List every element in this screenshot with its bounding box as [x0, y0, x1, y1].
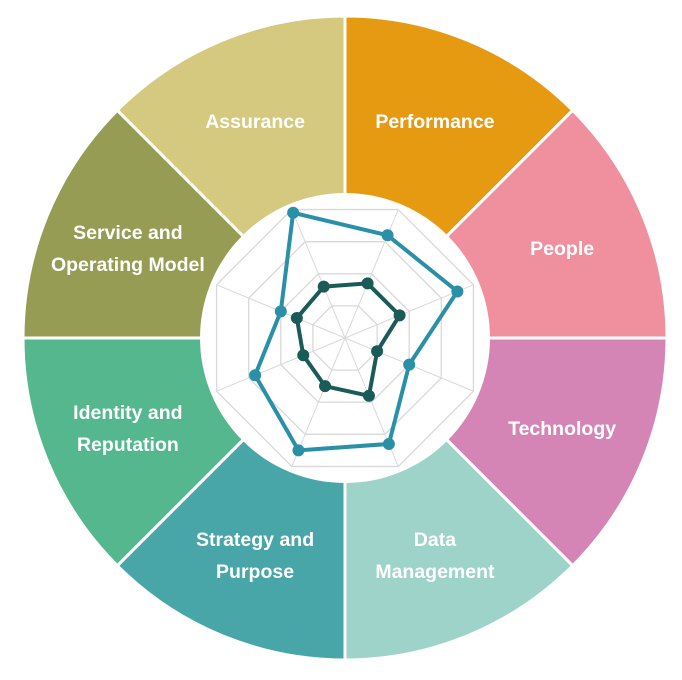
segment-label-assurance: Assurance — [205, 111, 305, 133]
segment-label-people: People — [530, 238, 594, 260]
series-1-point-4 — [292, 444, 305, 457]
series-1-point-3 — [382, 437, 395, 450]
segment-label-technology: Technology — [508, 418, 616, 440]
segment-label-line: Assurance — [205, 111, 305, 133]
series-1-point-2 — [403, 358, 416, 371]
series-1-point-0 — [381, 229, 394, 242]
series-2-point-7 — [317, 280, 330, 293]
series-2-point-1 — [393, 309, 406, 322]
segment-label-line: Strategy and — [196, 529, 314, 551]
segment-label-line: Reputation — [77, 434, 179, 456]
series-1-point-1 — [451, 285, 464, 298]
series-2-point-6 — [290, 312, 303, 325]
segment-label-line: Service and — [73, 222, 182, 244]
series-2-point-0 — [361, 277, 374, 290]
series-2-point-4 — [319, 380, 332, 393]
series-2-point-3 — [362, 389, 375, 402]
grid-spoke-7 — [291, 209, 346, 339]
series-1-point-5 — [249, 369, 262, 382]
series-2-point-2 — [371, 345, 384, 358]
radar-series — [249, 206, 464, 457]
segment-label-line: Operating Model — [51, 254, 205, 276]
segment-label-line: Purpose — [216, 561, 294, 583]
segment-label-performance: Performance — [375, 111, 494, 133]
series-2-point-5 — [297, 349, 310, 362]
series-1-point-6 — [274, 305, 287, 318]
grid-spoke-5 — [216, 337, 346, 392]
segment-label-line: Performance — [375, 111, 494, 133]
segment-label-line: Management — [375, 561, 495, 583]
segment-label-line: Data — [414, 529, 456, 551]
segment-label-line: Identity and — [73, 402, 182, 424]
series-1-point-7 — [287, 206, 300, 219]
segment-label-line: Technology — [508, 418, 616, 440]
segment-label-line: People — [530, 238, 594, 260]
